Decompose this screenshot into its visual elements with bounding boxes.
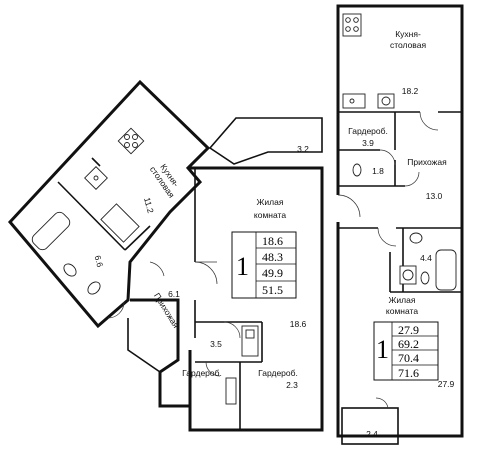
rooms-count: 1 — [236, 252, 249, 281]
closet2-name: Гардероб. — [258, 368, 298, 378]
summary-value: 69.2 — [398, 337, 419, 351]
closet-name: Гардероб. — [348, 126, 388, 136]
living-area: 27.9 — [438, 379, 455, 389]
toilet-icon — [420, 271, 430, 285]
appliance-icon — [377, 93, 395, 109]
living-area: 18.6 — [290, 319, 307, 329]
table-icon — [100, 203, 140, 243]
bath-area: 4.4 — [420, 253, 432, 263]
living-name-line2: комната — [254, 210, 286, 220]
left-apartment-plan: Кухня- столовая 11.2 6.6 Прихожая 6.1 Жи… — [7, 79, 324, 432]
bath-area: 6.6 — [93, 254, 106, 268]
kitchen-area: 11.2 — [142, 196, 156, 214]
kitchen-name-line2: столовая — [390, 40, 427, 50]
rooms-count: 1 — [376, 335, 389, 364]
wc-area: 1.8 — [372, 166, 384, 176]
kitchen-name-label: Кухня- столовая — [148, 159, 185, 200]
washing-machine-icon — [399, 265, 417, 285]
area-summary-box: 1 27.9 69.2 70.4 71.6 — [373, 321, 439, 381]
summary-value: 71.6 — [398, 366, 419, 380]
kitchen-sink-icon — [84, 166, 108, 190]
kitchen-name-line1: Кухня- — [395, 29, 421, 39]
area-summary-box: 1 18.6 48.3 49.9 51.5 — [231, 231, 297, 299]
stove-icon — [117, 127, 145, 155]
summary-value: 48.3 — [262, 250, 283, 264]
hall-area: 13.0 — [426, 191, 443, 201]
summary-value: 51.5 — [262, 283, 283, 297]
bathtub-icon — [435, 249, 457, 291]
stove-icon — [342, 13, 362, 37]
summary-value: 70.4 — [398, 351, 419, 365]
bathroom-sink-icon — [63, 263, 77, 277]
living-name-line2: комната — [386, 306, 418, 316]
toilet-icon — [352, 163, 362, 177]
right-apartment-plan: Кухня- столовая 18.2 Гардероб. 3.9 1.8 П… — [336, 4, 464, 445]
loggia-area: 3.2 — [297, 144, 309, 154]
bathroom-sink-icon — [409, 232, 423, 244]
closet1-area: 3.5 — [210, 339, 222, 349]
kitchen-area: 18.2 — [402, 86, 419, 96]
living-name-line1: Жилая — [257, 197, 284, 207]
closet1-name: Гардероб. — [182, 368, 222, 378]
summary-value: 49.9 — [262, 266, 283, 280]
kitchen-sink-icon — [342, 93, 366, 109]
closet-fixture-icon — [225, 377, 237, 405]
bathtub-icon — [31, 211, 71, 251]
toilet-icon — [87, 281, 101, 295]
summary-value: 27.9 — [398, 323, 419, 337]
closet-fixture-icon — [241, 325, 259, 357]
hall-area: 6.1 — [168, 289, 180, 299]
closet-area: 3.9 — [362, 138, 374, 148]
summary-value: 18.6 — [262, 234, 283, 248]
hall-name: Прихожая — [407, 157, 447, 167]
closet2-area: 2.3 — [286, 380, 298, 390]
balcony-area: 2.4 — [366, 429, 378, 439]
living-name-line1: Жилая — [389, 295, 416, 305]
